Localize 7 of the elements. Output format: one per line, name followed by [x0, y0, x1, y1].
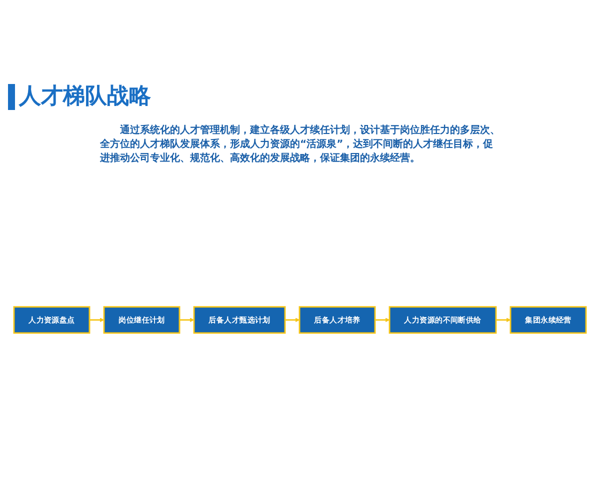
diagram-title: 人才梯队战略: [8, 84, 151, 110]
arrow: [496, 318, 511, 322]
arrow: [90, 318, 104, 322]
description-text: 通过系统化的人才管理机制，建立各级人才续任计划，设计基于岗位胜任力的多层次、全方位的人才梯队发展体系，形成人力资源的“活源泉”，达到不间断的人才继任目标，促进推动公司专业化、规范化、高效化的发展战略，保证集团的永续经营。: [100, 124, 500, 166]
arrow: [180, 318, 194, 322]
arrow: [375, 318, 390, 322]
arrow: [285, 318, 300, 322]
